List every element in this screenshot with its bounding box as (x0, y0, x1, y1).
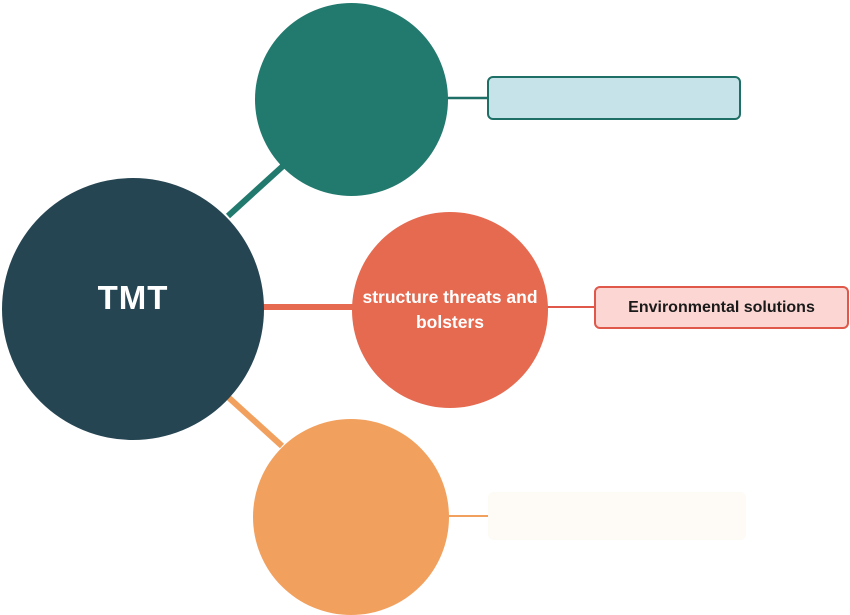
detail-box-middle-label: Environmental solutions (628, 298, 815, 316)
central-node-label: TMT (97, 279, 169, 316)
central-node-tmt: TMT (2, 178, 264, 440)
branch-node-bottom (253, 419, 449, 615)
detail-box-top (487, 76, 741, 120)
connector-hub-top (225, 163, 286, 219)
branch-node-middle-label: structure threats and bolsters (362, 287, 538, 332)
branch-node-middle: structure threats and bolsters (352, 212, 548, 408)
connector-hub-bottom (225, 394, 285, 449)
detail-box-middle: Environmental solutions (594, 286, 849, 329)
detail-box-bottom (488, 492, 746, 540)
branch-node-top (255, 3, 448, 196)
